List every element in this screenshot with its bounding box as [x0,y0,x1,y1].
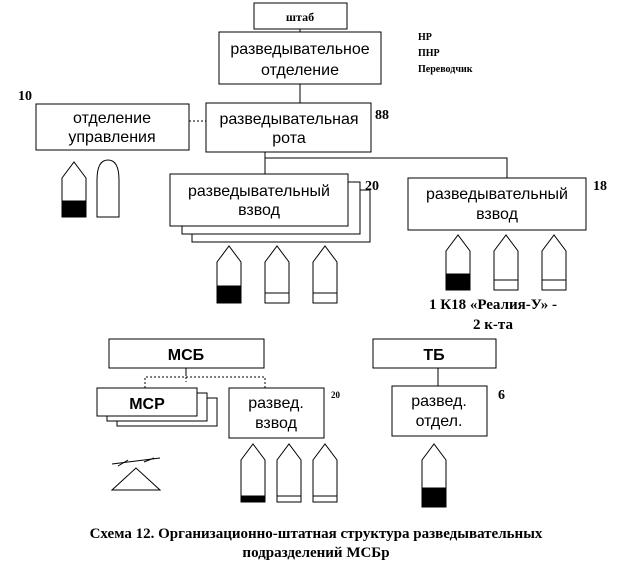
msb-platoon-label-2: взвод [255,415,298,432]
recon-dept-box [218,31,382,85]
hq-label: штаб [286,10,314,24]
control-label-1: отделение [73,110,151,127]
recon-platoon-right-box [407,177,587,231]
soldier-icon-squad [312,245,338,304]
tb-section-label-1: развед. [411,393,467,410]
msb-recon-platoon-box [228,387,325,439]
recon-dept-label-1: разведывательное [230,41,369,58]
platoon-right-label-2: взвод [476,206,519,223]
count-msb-platoon: 20 [331,390,341,400]
msr-label: МСР [129,396,165,413]
control-dept-box [35,103,190,151]
connector-company-right-platoon [265,157,508,178]
msb-label: МСБ [168,347,204,364]
recon-company-label-2: рота [272,130,306,147]
soldier-icon-deputy [276,443,302,503]
platoon-left-label-2: взвод [238,202,281,219]
soldier-icon-commander [61,161,87,218]
msr-symbol [110,457,162,491]
caption-line-2: подразделений МСБр [242,545,389,561]
tb-section-label-2: отдел. [416,413,463,430]
platoon-right-figures [445,234,567,291]
soldier-icon-commander [216,245,242,304]
dotted-msb-branch [144,376,266,388]
equipment-note-1: 1 К18 «Реалия-У» - [429,297,557,313]
hq-box [253,2,348,30]
tb-recon-section-box [391,385,488,437]
msb-box [108,338,265,369]
tb-label: ТБ [423,347,444,364]
control-figures [61,159,120,218]
msr-box [96,387,198,417]
recon-platoon-left-box [169,173,349,227]
soldier-icon-commander [445,234,471,291]
note-pnr: ПНР [418,48,440,59]
note-translator: Переводчик [418,64,473,75]
count-tb-section: 6 [498,388,505,403]
recon-company-label-1: разведывательная [219,111,358,128]
equipment-note-2: 2 к-та [473,317,513,333]
tb-section-figures [421,443,447,508]
msb-platoon-figures [240,443,338,503]
recon-company-box [205,102,372,153]
platoon-left-figures [216,245,338,304]
note-nr: НР [418,32,432,43]
soldier-icon-deputy [264,245,290,304]
recon-dept-label-2: отделение [261,62,339,79]
count-control: 10 [18,89,32,104]
caption-line-1: Схема 12. Организационно-штатная структу… [90,526,543,542]
count-platoon-left: 20 [365,179,379,194]
soldier-icon-commander [421,443,447,508]
count-company: 88 [375,108,389,123]
soldier-icon-squad [312,443,338,503]
soldier-icon-deputy [493,234,519,291]
tb-box [372,338,497,369]
soldier-icon-squad [541,234,567,291]
platoon-left-label-1: разведывательный [188,183,330,200]
count-platoon-right: 18 [593,179,607,194]
bullet-icon [96,159,120,218]
platoon-right-label-1: разведывательный [426,186,568,203]
control-label-2: управления [68,129,155,146]
triangle-icon [110,467,162,491]
soldier-icon-commander [240,443,266,503]
msb-platoon-label-1: развед. [248,395,304,412]
